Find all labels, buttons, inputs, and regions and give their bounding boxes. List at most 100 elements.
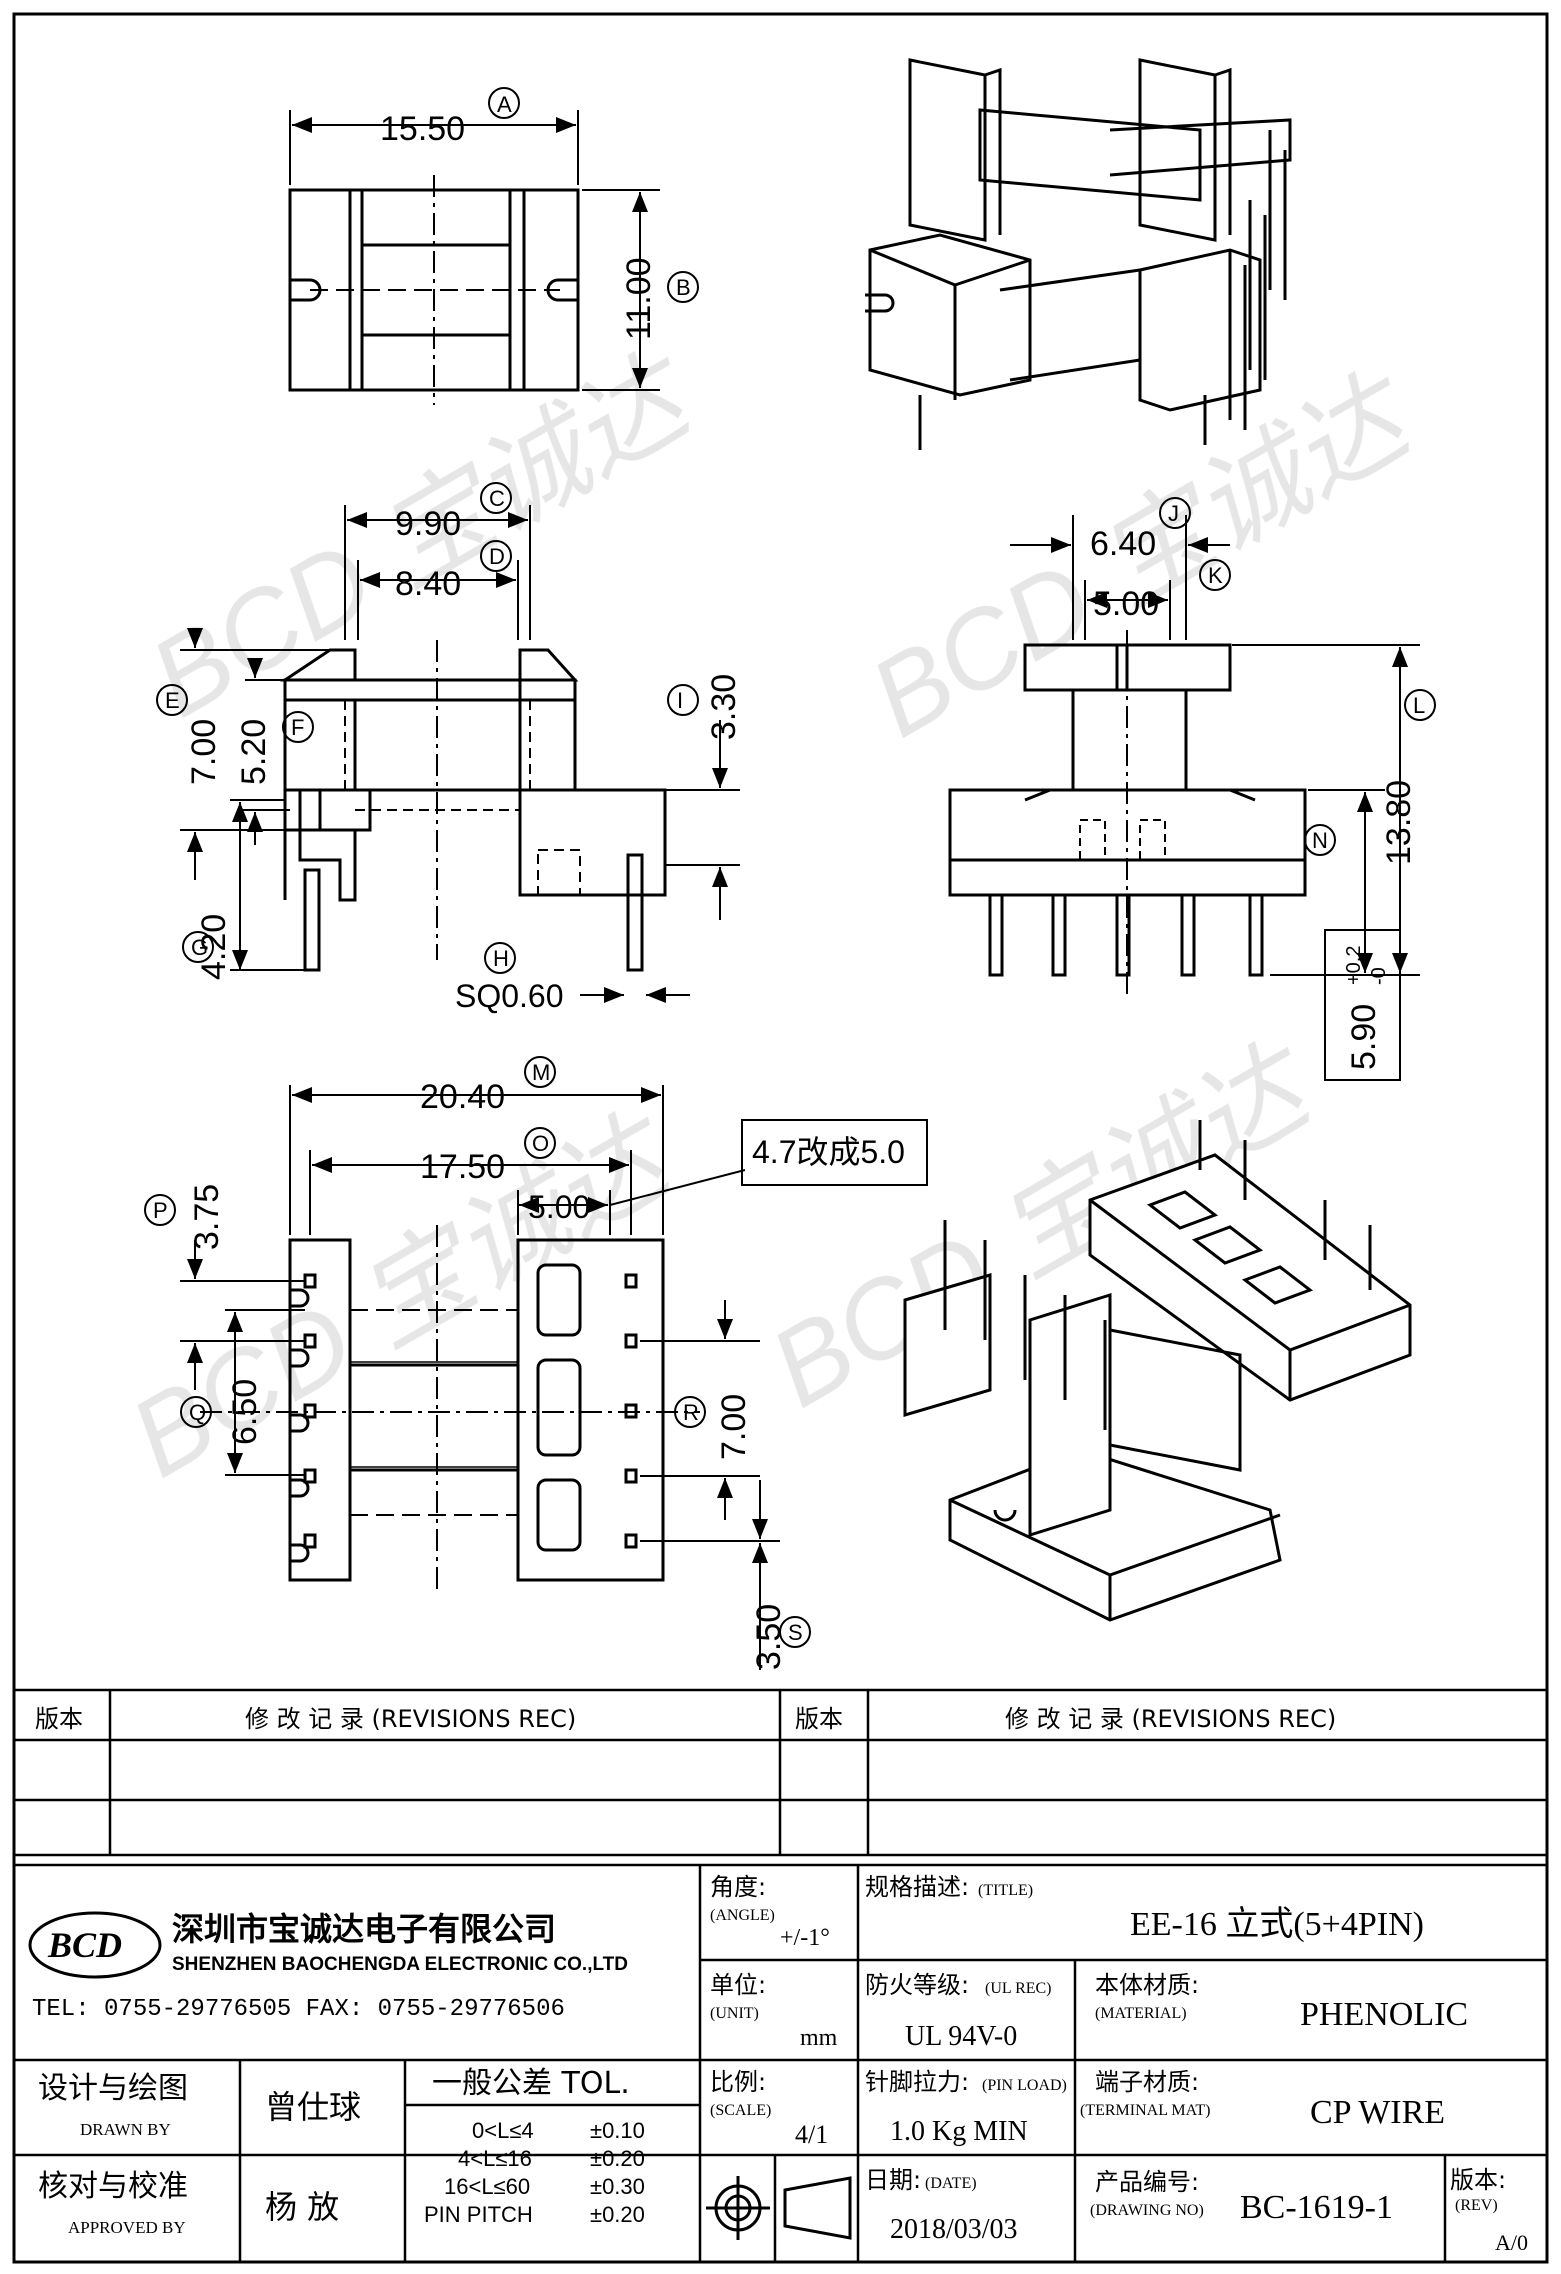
front-view [280, 640, 667, 972]
dim-G-letter: G [191, 935, 208, 960]
dim-F-value: 5.20 [235, 719, 273, 785]
dim-P-value: 3.75 [188, 1184, 226, 1250]
dim-A-letter: A [497, 92, 512, 117]
dim-N-letter: N [1312, 828, 1328, 853]
angle-label: 角度: [710, 1873, 766, 1901]
title-label-en: (TITLE) [978, 1882, 1033, 1899]
rev-left-version-header: 版本 [35, 1705, 83, 1733]
dim-A-value: 15.50 [380, 110, 465, 148]
dim-Q-letter: Q [189, 1400, 206, 1425]
dims-side-view [1010, 497, 1436, 1081]
tolerance-table: 0<L≤4 ±0.10 4<L≤16 ±0.20 16<L≤60 ±0.30 P… [424, 2118, 645, 2227]
title-value: EE-16 立式(5+4PIN) [1130, 1905, 1424, 1943]
material-value: PHENOLIC [1300, 1996, 1468, 2033]
unit-label: 单位: [710, 1971, 766, 1999]
dim-N-tol-plus: +0.2 [1343, 946, 1365, 985]
ul-label-en: (UL REC) [985, 1980, 1052, 1997]
dim-F-letter: F [291, 715, 304, 740]
dim-B-letter: B [676, 275, 691, 300]
dims-front-view [156, 482, 740, 1003]
dim-O-value: 17.50 [420, 1148, 505, 1186]
dim-E-value: 7.00 [185, 719, 223, 785]
pinload-label: 针脚拉力: [865, 2068, 969, 2096]
dim-B [582, 189, 699, 391]
projection-symbol [706, 2176, 852, 2240]
dim-O-letter: O [532, 1131, 549, 1156]
rev-label: 版本: [1450, 2166, 1506, 2194]
dim-L-letter: L [1413, 693, 1425, 718]
date-label: 日期: [865, 2166, 921, 2194]
approver-label-en: APPROVED BY [68, 2218, 186, 2237]
drawing-no-label-en: (DRAWING NO) [1090, 2202, 1204, 2219]
top-view [288, 175, 580, 405]
angle-value: +/-1° [780, 1925, 830, 1951]
designer-label: 设计与绘图 [38, 2071, 188, 2106]
ul-value: UL 94V-0 [905, 2021, 1017, 2052]
dim-E-letter: E [165, 688, 180, 713]
angle-label-en: (ANGLE) [710, 1907, 775, 1924]
dim-L-value: 13.80 [1380, 780, 1418, 865]
dim-pitch-value: 5.00 [528, 1189, 590, 1225]
rev-label-en: (REV) [1455, 2197, 1498, 2214]
drawing-no-value: BC-1619-1 [1240, 2189, 1393, 2226]
dim-J-letter: J [1168, 501, 1179, 526]
tol-value-3: ±0.20 [590, 2202, 645, 2227]
dim-S-value: 3.50 [750, 1604, 788, 1670]
unit-label-en: (UNIT) [710, 2005, 759, 2022]
dim-N-value: 5.90 [1345, 1004, 1383, 1070]
rev-right-version-header: 版本 [795, 1705, 843, 1733]
tol-value-1: ±0.20 [590, 2146, 645, 2171]
tol-range-1: 4<L≤16 [458, 2146, 532, 2171]
company-contact: TEL: 0755-29776505 FAX: 0755-29776506 [32, 1996, 565, 2023]
change-note: 4.7改成5.0 [752, 1134, 905, 1170]
rev-value: A/0 [1495, 2230, 1528, 2255]
dim-D-value: 8.40 [395, 565, 461, 603]
terminal-label: 端子材质: [1095, 2068, 1199, 2096]
dim-M-value: 20.40 [420, 1078, 505, 1116]
scale-label: 比例: [710, 2068, 766, 2096]
dim-R-letter: R [683, 1400, 699, 1425]
dim-I-letter: I [677, 688, 683, 713]
tol-range-2: 16<L≤60 [444, 2174, 530, 2199]
dim-H-letter: H [493, 946, 509, 971]
scale-value: 4/1 [795, 2120, 828, 2149]
isometric-view-top [865, 58, 1292, 450]
dim-D-letter: D [489, 544, 505, 569]
terminal-value: CP WIRE [1310, 2094, 1445, 2131]
dim-M-letter: M [532, 1060, 550, 1085]
company-name-cn: 深圳市宝诚达电子有限公司 [172, 1910, 556, 1948]
dim-B-value: 11.00 [620, 257, 658, 340]
dim-K-value: 5.00 [1093, 585, 1159, 623]
scale-label-en: (SCALE) [710, 2102, 771, 2119]
sheet-border [12, 12, 1549, 2264]
tol-value-2: ±0.30 [590, 2174, 645, 2199]
svg-text:BCD: BCD [47, 1925, 122, 1965]
dim-C-letter: C [489, 486, 505, 511]
unit-value: mm [800, 2025, 838, 2051]
rev-right-record-header: 修 改 记 录 (REVISIONS REC) [1005, 1705, 1336, 1733]
pinload-label-en: (PIN LOAD) [982, 2077, 1067, 2094]
dim-R-value: 7.00 [715, 1394, 753, 1460]
company-logo: BCD [28, 1911, 162, 1979]
pinload-value: 1.0 Kg MIN [890, 2116, 1028, 2147]
dim-G-value: 4.20 [195, 914, 233, 980]
title-label: 规格描述: [865, 1873, 969, 1901]
material-label-en: (MATERIAL) [1095, 2005, 1187, 2022]
approver-label: 核对与校准 [38, 2169, 188, 2204]
designer-value: 曾仕球 [265, 2088, 361, 2126]
drawing-no-label: 产品编号: [1095, 2168, 1199, 2196]
dim-P-letter: P [153, 1198, 168, 1223]
dim-A [289, 87, 579, 185]
material-label: 本体材质: [1095, 1971, 1199, 1999]
rev-left-record-header: 修 改 记 录 (REVISIONS REC) [245, 1705, 576, 1733]
dim-K-letter: K [1208, 563, 1223, 588]
designer-label-en: DRAWN BY [80, 2120, 171, 2139]
dim-I-value: 3.30 [705, 674, 743, 740]
tolerance-label: 一般公差 TOL. [432, 2066, 630, 2101]
date-value: 2018/03/03 [890, 2214, 1018, 2245]
dim-Q-value: 6.50 [226, 1379, 264, 1445]
tol-range-0: 0<L≤4 [472, 2118, 534, 2143]
tol-range-3: PIN PITCH [424, 2202, 533, 2227]
dim-S-letter: S [788, 1620, 803, 1645]
approver-value: 杨 放 [265, 2188, 339, 2226]
